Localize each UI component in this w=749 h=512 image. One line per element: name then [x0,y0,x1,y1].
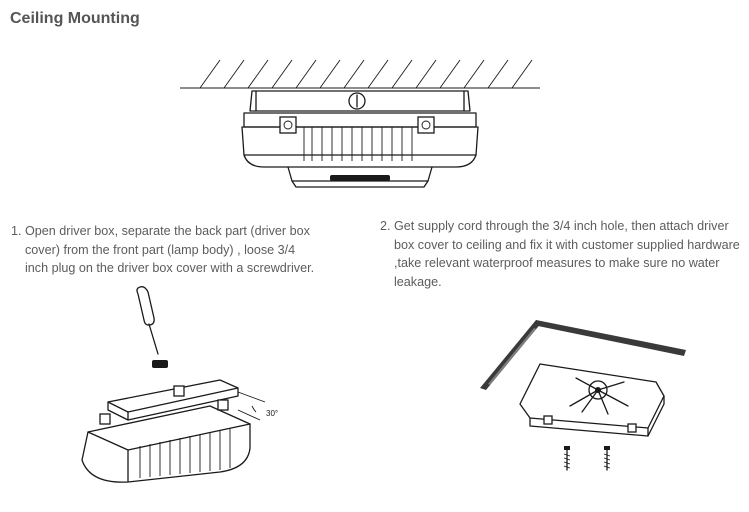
ceiling-hatch [180,59,540,89]
ceiling-mounted-fixture-illustration [180,59,540,188]
screwdriver-icon [136,286,159,355]
angle-indicator [237,391,266,421]
driver-box-cover [519,363,665,437]
step-number: 1. [11,224,22,238]
driver-box-on-ceiling-illustration [480,320,686,471]
lamp-body [241,112,479,188]
step-text: Open driver box, separate the back part … [25,224,315,275]
mounting-screws [563,446,611,471]
open-driver-box-illustration: 30° [81,286,278,483]
step-text: Get supply cord through the 3/4 inch hol… [394,219,740,289]
driver-box-cover [107,379,239,421]
step-2: 2. Get supply cord through the 3/4 inch … [380,217,742,291]
page-title: Ceiling Mounting [10,10,140,27]
driver-box-cover [249,90,471,112]
lamp-body [81,399,251,483]
angle-label: 30° [266,409,278,418]
plug [152,360,168,368]
step-number: 2. [380,219,391,233]
ceiling-strip [480,320,686,390]
step-1: 1. Open driver box, separate the back pa… [11,222,316,278]
